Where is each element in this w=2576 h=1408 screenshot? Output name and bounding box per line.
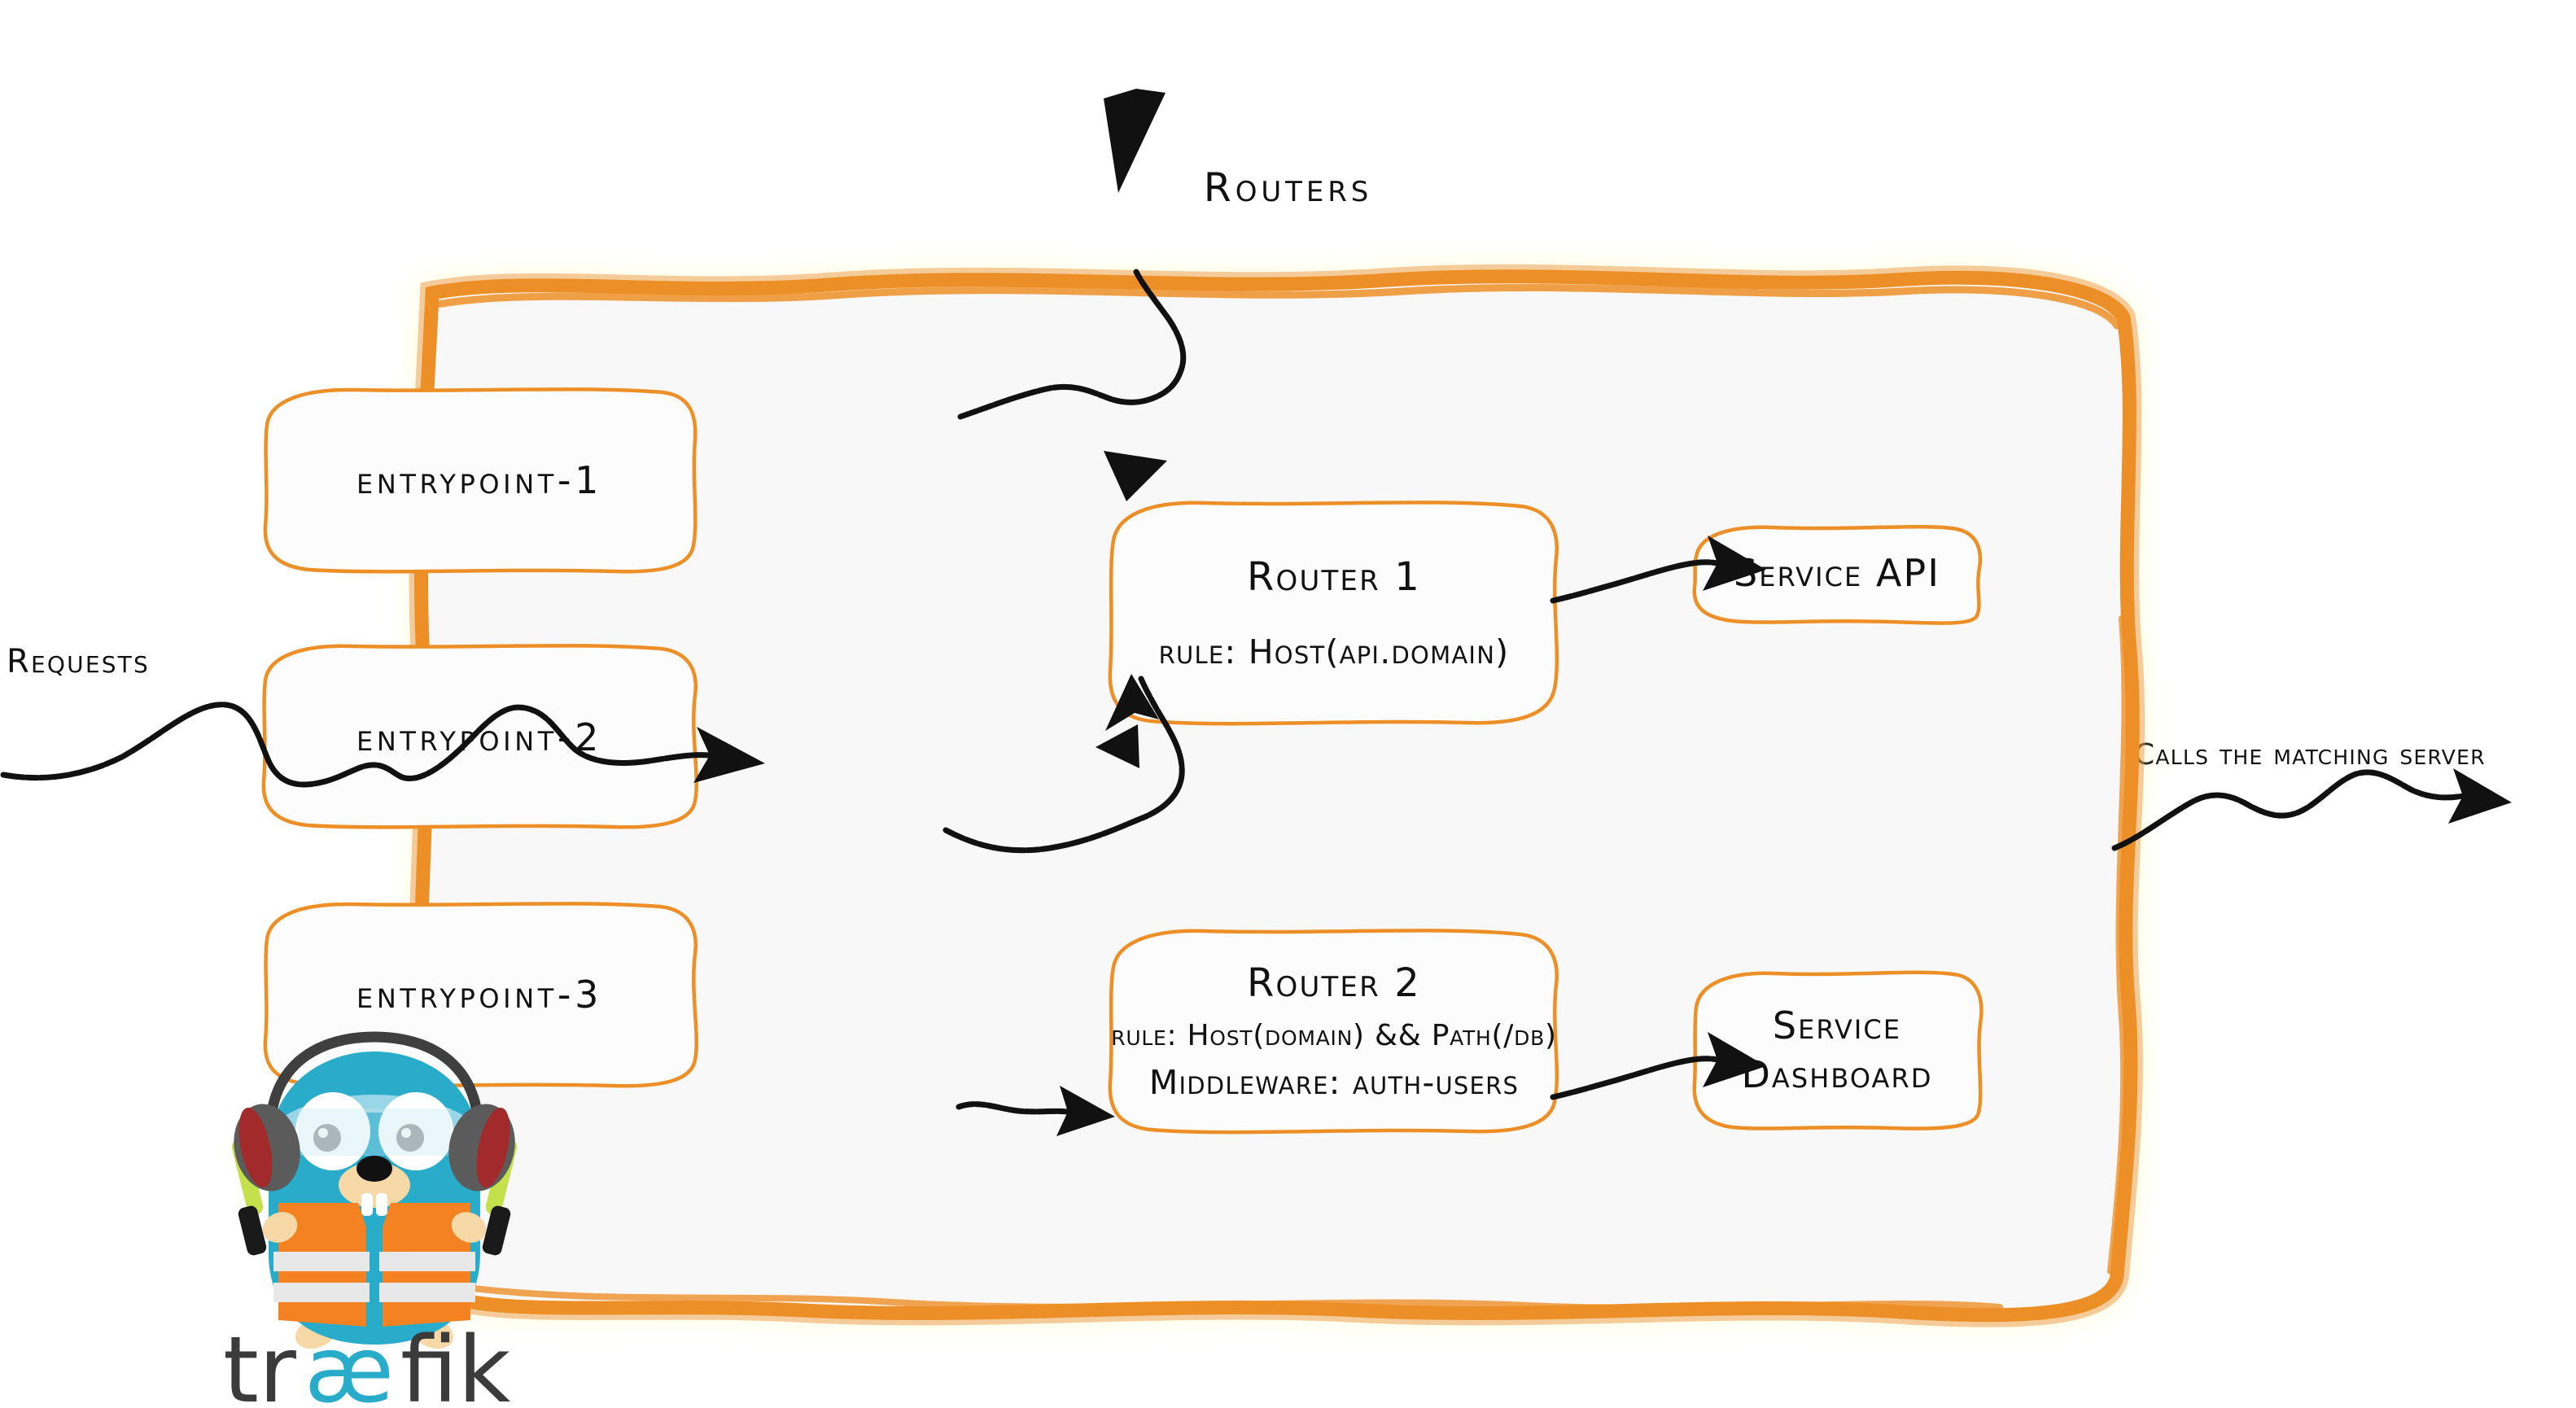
service-box-dashboard-outline (1692, 970, 1983, 1130)
wordmark-suffix: fik (400, 1318, 511, 1408)
service-dashboard-label-line1: Service (1772, 1003, 1902, 1047)
arrow-calls-out (2111, 768, 2512, 851)
traefik-logo: tr æ fik (220, 1031, 529, 1408)
headphone-band (265, 1031, 484, 1139)
calls-matching-server-label: Calls the matching server (2134, 738, 2486, 772)
entrypoint-box-2[interactable]: entrypoint-2 (256, 640, 703, 835)
service-dashboard-text: Service Dashboard (1741, 1002, 1932, 1100)
entrypoint-box-1-outline (263, 387, 698, 574)
router-2-name: Router 2 (1247, 960, 1421, 1006)
service-api-label: Service API (1734, 551, 1940, 596)
router-1-name: Router 1 (1247, 553, 1421, 600)
service-api-text: Service API (1734, 549, 1940, 598)
router-2-rule: rule: Host(domain) && Path(/db) (1111, 1019, 1557, 1053)
service-dashboard-label-line2: Dashboard (1741, 1052, 1933, 1096)
wordmark-accent: æ (304, 1318, 394, 1408)
entrypoint-box-1[interactable]: entrypoint-1 (256, 383, 703, 578)
service-box-dashboard[interactable]: Service Dashboard (1686, 967, 1988, 1134)
routers-container: entrypoint-1 entrypoint-2 entrypoint-3 R… (261, 264, 2146, 1331)
headphone-ear-cup-right (448, 1104, 515, 1192)
router-1-text: Router 1 rule: Host(api.domain) (1159, 553, 1510, 673)
entrypoint-label-1: entrypoint-1 (356, 457, 602, 502)
router-box-1[interactable]: Router 1 rule: Host(api.domain) (1102, 495, 1566, 731)
router-2-text: Router 2 rule: Host(domain) && Path(/db)… (1111, 960, 1557, 1103)
headphone-ear-cup-left (234, 1104, 300, 1192)
requests-label: Requests (7, 643, 150, 680)
entrypoint-label-3: entrypoint-3 (356, 972, 602, 1017)
diagram-title: Routers (1203, 164, 1373, 211)
router-box-2[interactable]: Router 2 rule: Host(domain) && Path(/db)… (1102, 925, 1566, 1138)
wordmark-prefix: tr (223, 1318, 297, 1408)
traefik-wordmark: tr æ fik (223, 1318, 511, 1408)
safety-vest (273, 1203, 475, 1327)
router-2-middleware: Middleware: auth-users (1148, 1063, 1520, 1103)
router-box-2-outline (1108, 929, 1559, 1135)
entrypoint-label-2: entrypoint-2 (356, 715, 602, 759)
router-1-rule: rule: Host(api.domain) (1158, 632, 1510, 672)
service-box-api[interactable]: Service API (1686, 521, 1988, 627)
